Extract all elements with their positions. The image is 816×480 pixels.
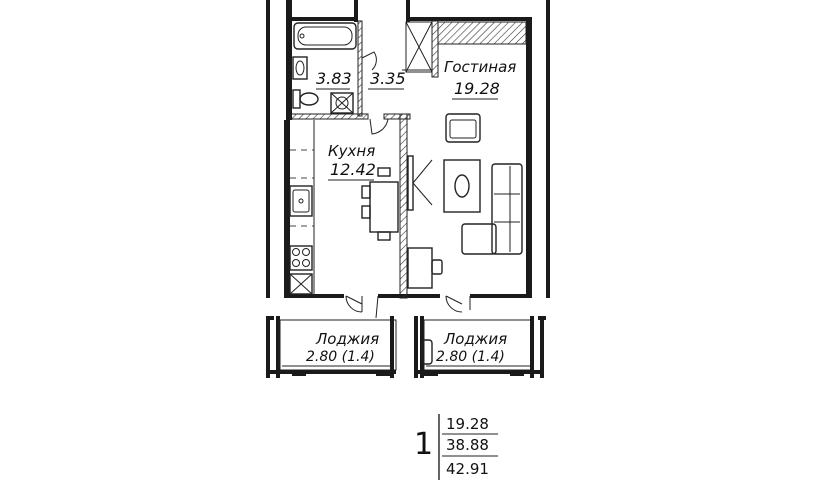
kitchen-counter [290, 120, 315, 296]
washing-machine-icon [330, 92, 354, 114]
loggia-left-area: 2.80 (1.4) [306, 349, 375, 365]
living-room-name: Гостиная [444, 58, 516, 76]
area-with-loggias-value: 42.91 [446, 460, 489, 478]
desk-icon [407, 247, 443, 289]
toilet-icon [292, 89, 319, 109]
bathroom-door [361, 51, 377, 71]
loggia-right-area: 2.80 (1.4) [436, 349, 505, 365]
kitchen-name: Кухня [328, 142, 375, 160]
area-summary: 1 19.28 38.88 42.91 [414, 414, 498, 480]
kitchen-door [369, 118, 389, 135]
sofa-icon [461, 163, 523, 255]
wardrobe [437, 21, 527, 45]
stove-icon [289, 245, 313, 271]
armchair-loggia-icon [421, 339, 433, 365]
total-area-value: 38.88 [446, 436, 489, 454]
loggia-left-name: Лоджия [315, 330, 379, 348]
balcony-door-right [445, 295, 471, 313]
sink-icon [289, 185, 313, 217]
fridge-icon [289, 273, 313, 295]
living-area-value: 19.28 [446, 415, 489, 433]
dining-table-icon [361, 167, 399, 241]
loggia-right-name: Лоджия [443, 330, 507, 348]
interior-walls [289, 20, 439, 299]
bathtub-icon [293, 22, 357, 50]
balcony-door-left [345, 295, 379, 319]
hall-area: 3.35 [370, 69, 406, 88]
bathroom-area: 3.83 [316, 69, 352, 88]
ventilation-shaft [405, 21, 433, 73]
kitchen-area: 12.42 [330, 160, 376, 179]
washbasin-icon [292, 56, 308, 80]
rooms-count: 1 [414, 427, 433, 462]
coffee-table-icon [443, 159, 481, 213]
tv-stand-icon [407, 155, 433, 211]
living-room-area: 19.28 [454, 79, 500, 98]
armchair-icon [445, 113, 481, 143]
